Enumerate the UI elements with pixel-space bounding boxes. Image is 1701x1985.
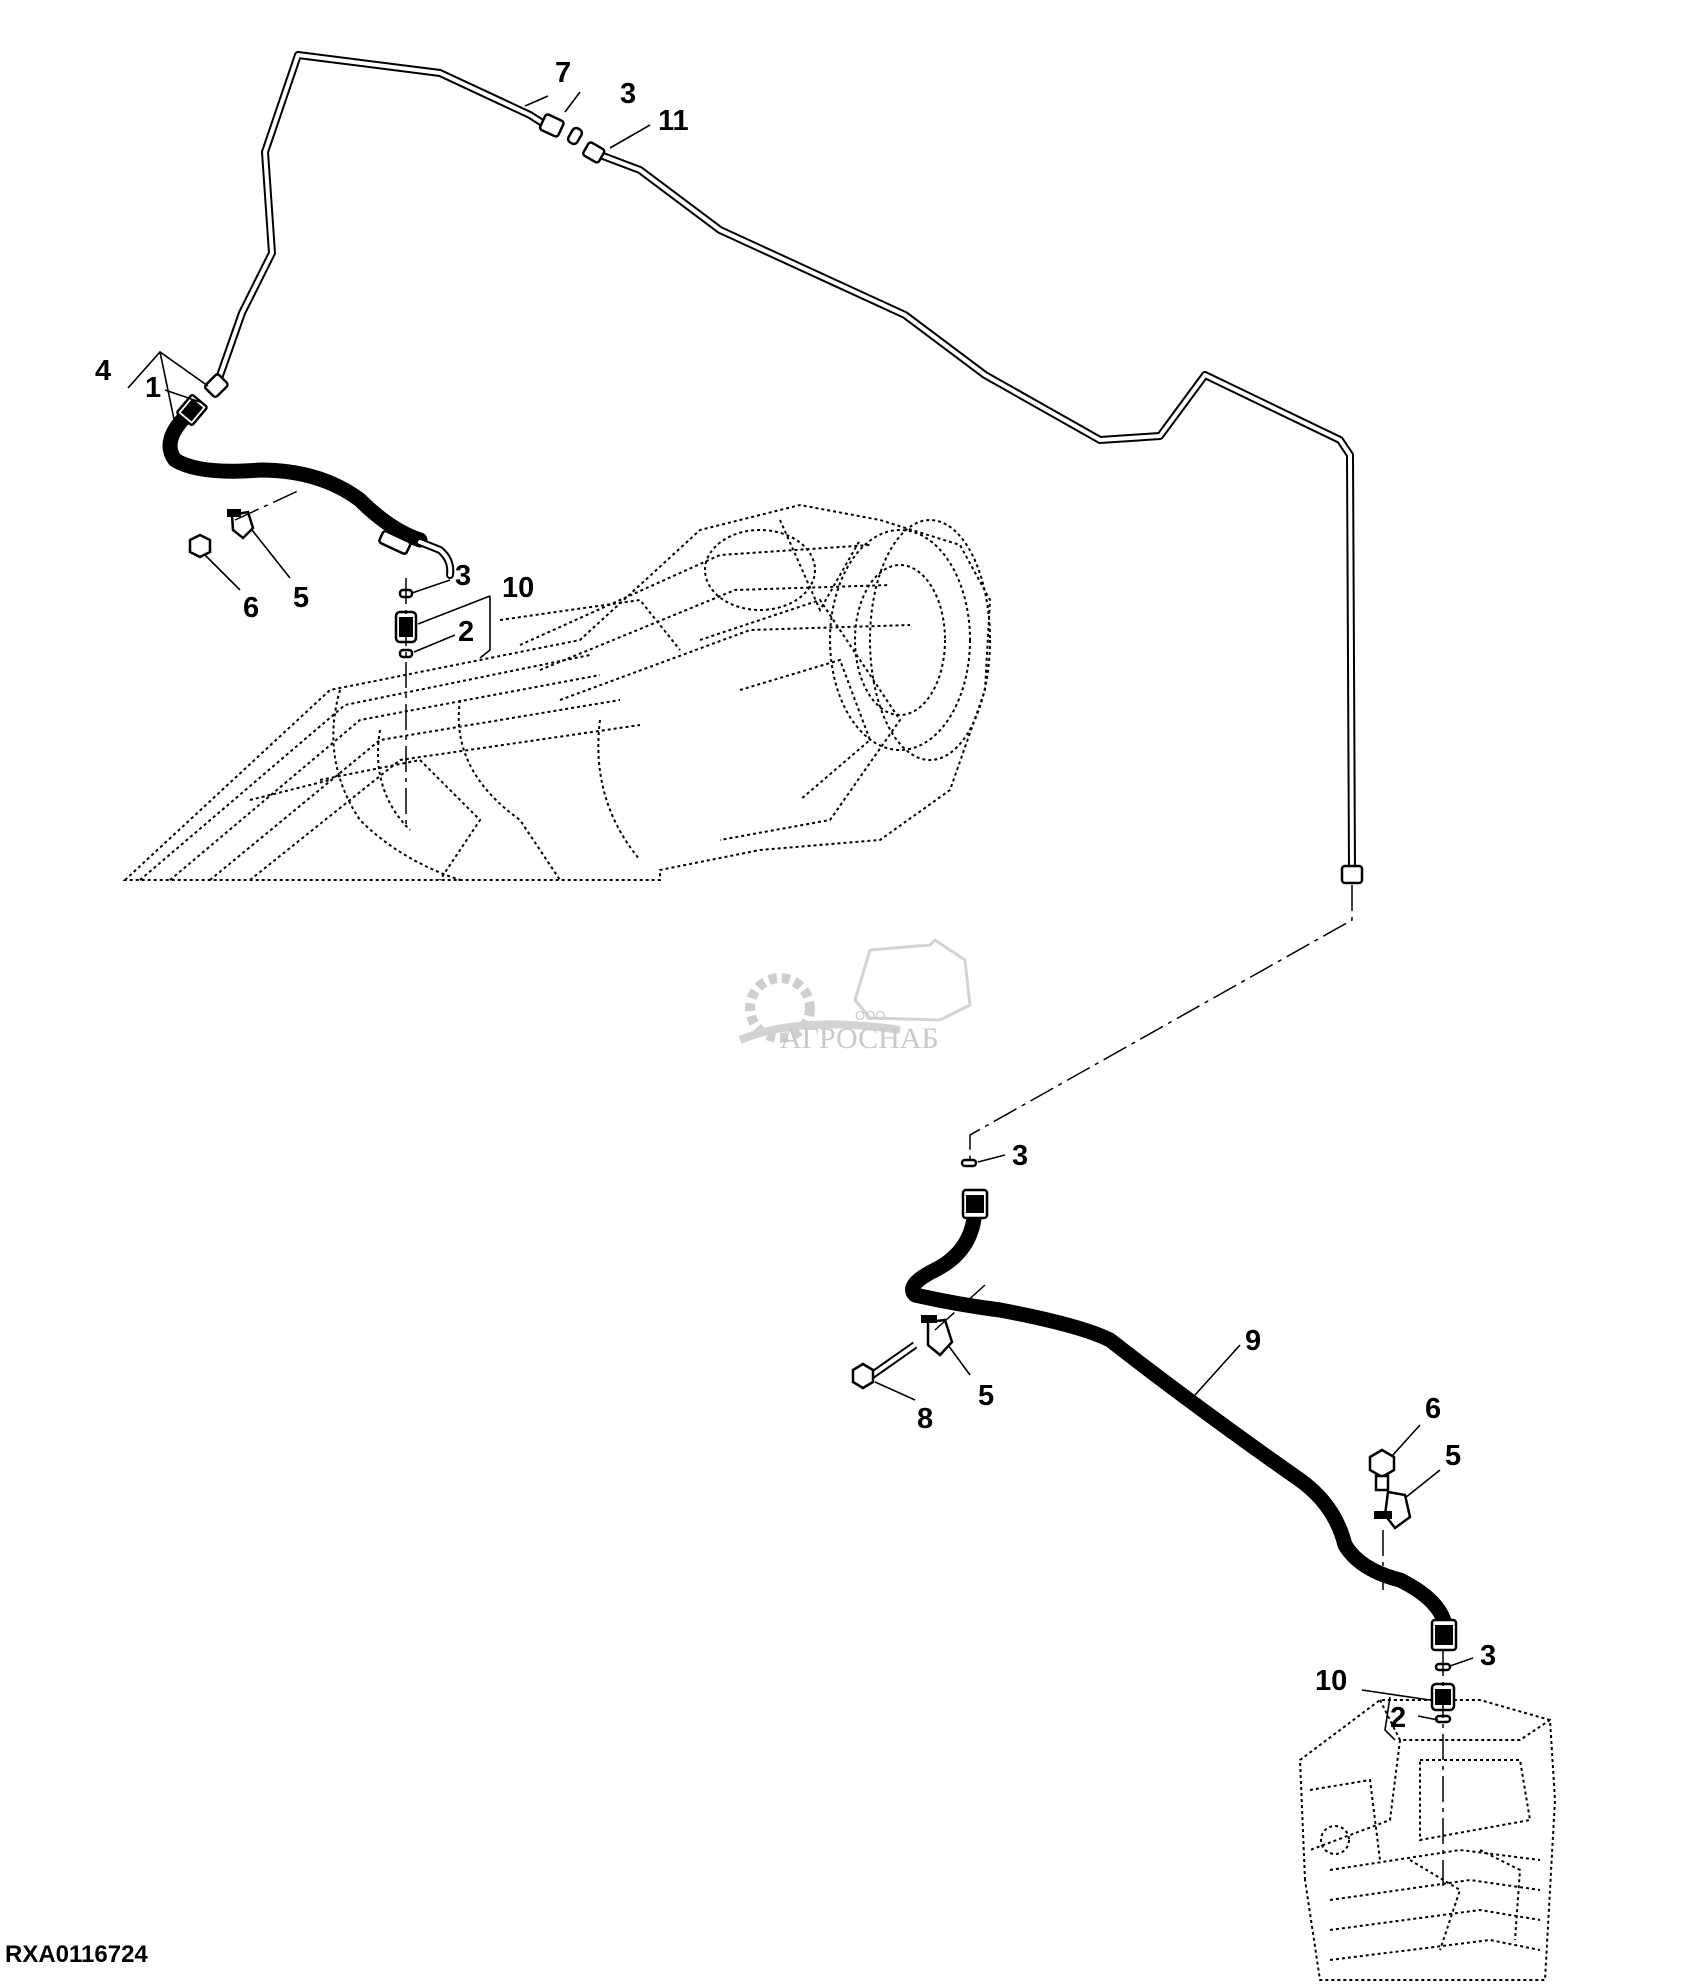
steel-line-7 [203,51,565,399]
watermark-brand: АГРОСНАБ [780,1022,939,1055]
callout-4-left: 4 [95,355,111,387]
pipe-nut-7-bottom [203,373,229,399]
ring-3-top [566,126,584,146]
callout-11-top: 11 [658,105,689,137]
callout-3-mid: 3 [1012,1140,1028,1172]
callout-6-left: 6 [243,592,259,624]
clamp-5-mid [926,1318,954,1357]
figure-reference-code: RXA0116724 [5,1941,148,1968]
mounting-bracket [1298,1699,1557,1981]
callout-5-left: 5 [293,582,309,614]
transmission-housing [122,503,992,881]
ring-3-mid [960,1158,978,1168]
bolt-6-lower [1368,1448,1396,1479]
pipe-nut-11-bottom [1340,864,1364,885]
callout-6-right: 6 [1425,1393,1441,1425]
callout-10-right: 10 [1315,1665,1347,1697]
pipe-nut-11-top [582,141,606,164]
lower-hardware [851,1158,1456,1724]
callout-2-left: 2 [458,616,474,648]
callout-5-mid: 5 [978,1380,994,1412]
watermark-prefix: ООО [855,1008,885,1023]
leader-lines [127,91,1474,1741]
bolt-8-head [851,1362,875,1390]
pipe-nut-7-top [538,113,565,138]
watermark-gear-icon [745,973,815,1043]
callout-1-left: 1 [145,372,161,404]
watermark-logo: ООО АГРОСНАБ [738,938,972,1055]
callout-3-left: 3 [455,560,471,592]
callout-8-mid: 8 [917,1403,933,1435]
bolt-6-upper [188,533,212,559]
watermark-harvester-icon [853,938,972,1022]
hose-fitting-4-elbow [378,529,412,555]
callout-labels: 7 3 11 4 1 5 6 3 10 2 3 9 5 8 6 5 3 10 2 [95,57,1496,1734]
hose-assembly-9 [905,1188,1458,1652]
callout-10-left: 10 [502,572,534,604]
assembly-centerlines [234,489,1444,1890]
callout-2-right: 2 [1390,1702,1406,1734]
callout-3-top: 3 [620,78,636,110]
callout-9-mid: 9 [1245,1325,1261,1357]
callout-5-right: 5 [1445,1440,1461,1472]
hose-assembly-4 [162,393,455,579]
callout-7-top: 7 [555,57,571,89]
steel-line-11 [582,141,1364,885]
callout-3-right: 3 [1480,1640,1496,1672]
